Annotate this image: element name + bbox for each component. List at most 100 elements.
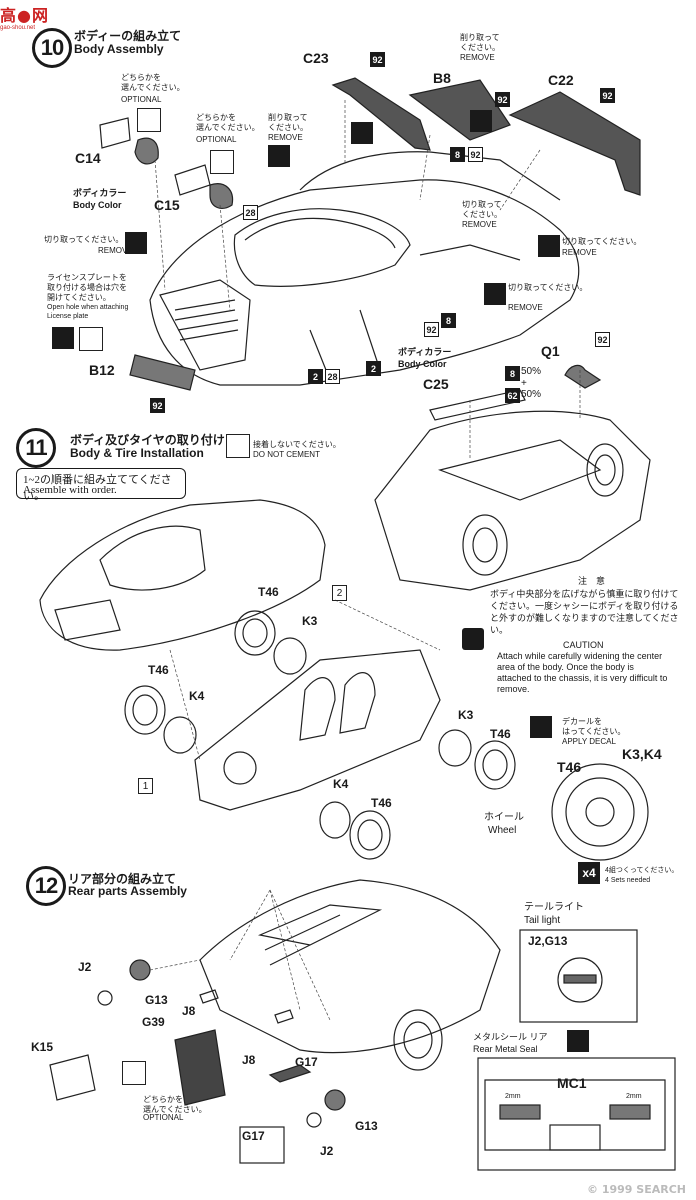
- site-logo-subtext: gao-shou.net: [0, 25, 36, 31]
- color-number-badge: 92: [150, 398, 165, 413]
- step-10-title-en: Body Assembly: [74, 42, 164, 56]
- rear-seal-part: MC1: [557, 1075, 587, 1091]
- order-mark: 1: [138, 778, 153, 794]
- optional-note: どちらかを 選んでください。: [196, 113, 260, 132]
- mm-label: 2mm: [626, 1093, 642, 1100]
- optional-note: どちらかを 選んでください。: [143, 1095, 207, 1114]
- optional-note: どちらかを 選んでください。: [121, 73, 185, 92]
- step-11-title-ja: ボディ及びタイヤの取り付け: [70, 433, 225, 447]
- remove-note: 切り取って ください。: [462, 200, 502, 219]
- rear-seal-en: Rear Metal Seal: [473, 1044, 538, 1054]
- remove-note-en: REMOVE: [462, 220, 497, 229]
- tail-light-ja: テールライト: [524, 902, 584, 913]
- part-label: C14: [75, 150, 101, 166]
- body-color-en: Body Color: [73, 200, 122, 210]
- no-cement-icon: [226, 434, 250, 458]
- wheel-tire-label: T46: [557, 759, 582, 775]
- times-badge: x4: [578, 862, 600, 884]
- license-note: ライセンスプレートを 取り付ける場合は穴を 開けてください。: [47, 273, 127, 302]
- color-mix-a: 50%: [521, 366, 542, 377]
- remove-note: 削り取って ください。: [460, 33, 500, 52]
- cut-note: 切り取ってください。: [44, 235, 124, 244]
- color-number-badge: 92: [495, 92, 510, 107]
- drill-icon: [52, 327, 74, 349]
- site-logo: 高●网: [0, 6, 49, 25]
- part-label: G17: [295, 1055, 318, 1069]
- optional-choice-icon: [79, 327, 103, 351]
- color-number-badge: 8: [505, 366, 520, 381]
- step-10-number: 10: [32, 28, 72, 68]
- color-number-badge: 28: [243, 205, 258, 220]
- part-label: G13: [145, 993, 168, 1007]
- step-11-number: 11: [16, 428, 56, 468]
- part-label: T46: [371, 796, 392, 810]
- part-label: Q1: [541, 343, 560, 359]
- no-cement-en: DO NOT CEMENT: [253, 450, 320, 459]
- part-label: C23: [303, 50, 329, 66]
- step-12-title-en: Rear parts Assembly: [68, 884, 187, 898]
- step-12-number: 12: [26, 866, 66, 906]
- caution-en: Attach while carefully widening the cent…: [497, 651, 668, 694]
- part-label: J2: [78, 960, 92, 974]
- color-number-badge: 2: [308, 369, 323, 384]
- part-label: C22: [548, 72, 574, 88]
- wheel-ja: ホイール: [484, 812, 524, 823]
- remove-note-en: REMOVE: [460, 53, 495, 62]
- decal-icon: [538, 235, 560, 257]
- color-number-badge: 8: [450, 147, 465, 162]
- part-label: J2: [320, 1144, 334, 1158]
- apply-decal-icon: [567, 1030, 589, 1052]
- color-number-badge: 92: [370, 52, 385, 67]
- remove-note: 削り取って ください。: [268, 113, 308, 132]
- part-label: T46: [258, 585, 279, 599]
- decal-icon: [470, 110, 492, 132]
- step-11-title-en: Body & Tire Installation: [70, 446, 204, 460]
- no-cement-ja: 接着しないでください。: [253, 440, 341, 449]
- rear-seal-ja: メタルシール リア: [473, 1032, 548, 1042]
- decal-icon: [268, 145, 290, 167]
- part-label: T46: [148, 663, 169, 677]
- cut-note-en: REMOVE: [98, 246, 133, 255]
- color-number-badge: 92: [468, 147, 483, 162]
- wheel-en: Wheel: [488, 825, 517, 836]
- color-number-badge: 2: [366, 361, 381, 376]
- cut-note: 切り取ってください。: [508, 283, 588, 292]
- order-note-en: Assemble with order.: [23, 484, 117, 496]
- color-mix-b: 50%: [521, 389, 542, 400]
- order-note-ja: 1~2の順番に組み立ててください。: [23, 474, 172, 502]
- part-label: K15: [31, 1040, 54, 1054]
- tail-light-parts: J2,G13: [528, 934, 568, 948]
- apply-decal-en: APPLY DECAL: [562, 737, 616, 746]
- mm-label: 2mm: [505, 1093, 521, 1100]
- part-label: K4: [333, 777, 349, 791]
- license-note-en: Open hole when attaching License plate: [47, 304, 129, 320]
- part-label: C15: [154, 197, 180, 213]
- part-label: K3: [302, 614, 318, 628]
- part-label: K4: [189, 689, 205, 703]
- color-number-badge: 8: [441, 313, 456, 328]
- cut-note-en: REMOVE: [562, 248, 597, 257]
- apply-decal-icon: [530, 716, 552, 738]
- cut-note: 切り取ってください。: [562, 237, 642, 246]
- color-number-badge: 62: [505, 388, 520, 403]
- color-number-badge: 92: [595, 332, 610, 347]
- part-label: C25: [423, 376, 449, 392]
- cut-note-en: REMOVE: [508, 303, 543, 312]
- remove-note-en: REMOVE: [268, 133, 303, 142]
- color-number-badge: 92: [600, 88, 615, 103]
- sets-en: 4 Sets needed: [605, 877, 651, 884]
- body-color-ja: ボディカラー: [398, 347, 452, 357]
- body-color-ja: ボディカラー: [73, 188, 127, 198]
- watermark: © 1999 SEARCH: [587, 1183, 686, 1196]
- sets-ja: 4組つくってください。: [605, 867, 679, 874]
- part-label: T46: [490, 727, 511, 741]
- caution-en-title: CAUTION: [563, 640, 604, 650]
- optional-note-en: OPTIONAL: [143, 1113, 184, 1122]
- color-number-badge: 92: [424, 322, 439, 337]
- part-label: J8: [182, 1004, 196, 1018]
- tail-light-en: Tail light: [524, 915, 561, 926]
- decal-icon: [351, 122, 373, 144]
- apply-decal-ja: デカールを はってください。: [562, 717, 626, 736]
- part-label: G13: [355, 1119, 378, 1133]
- part-label: G17: [242, 1129, 265, 1143]
